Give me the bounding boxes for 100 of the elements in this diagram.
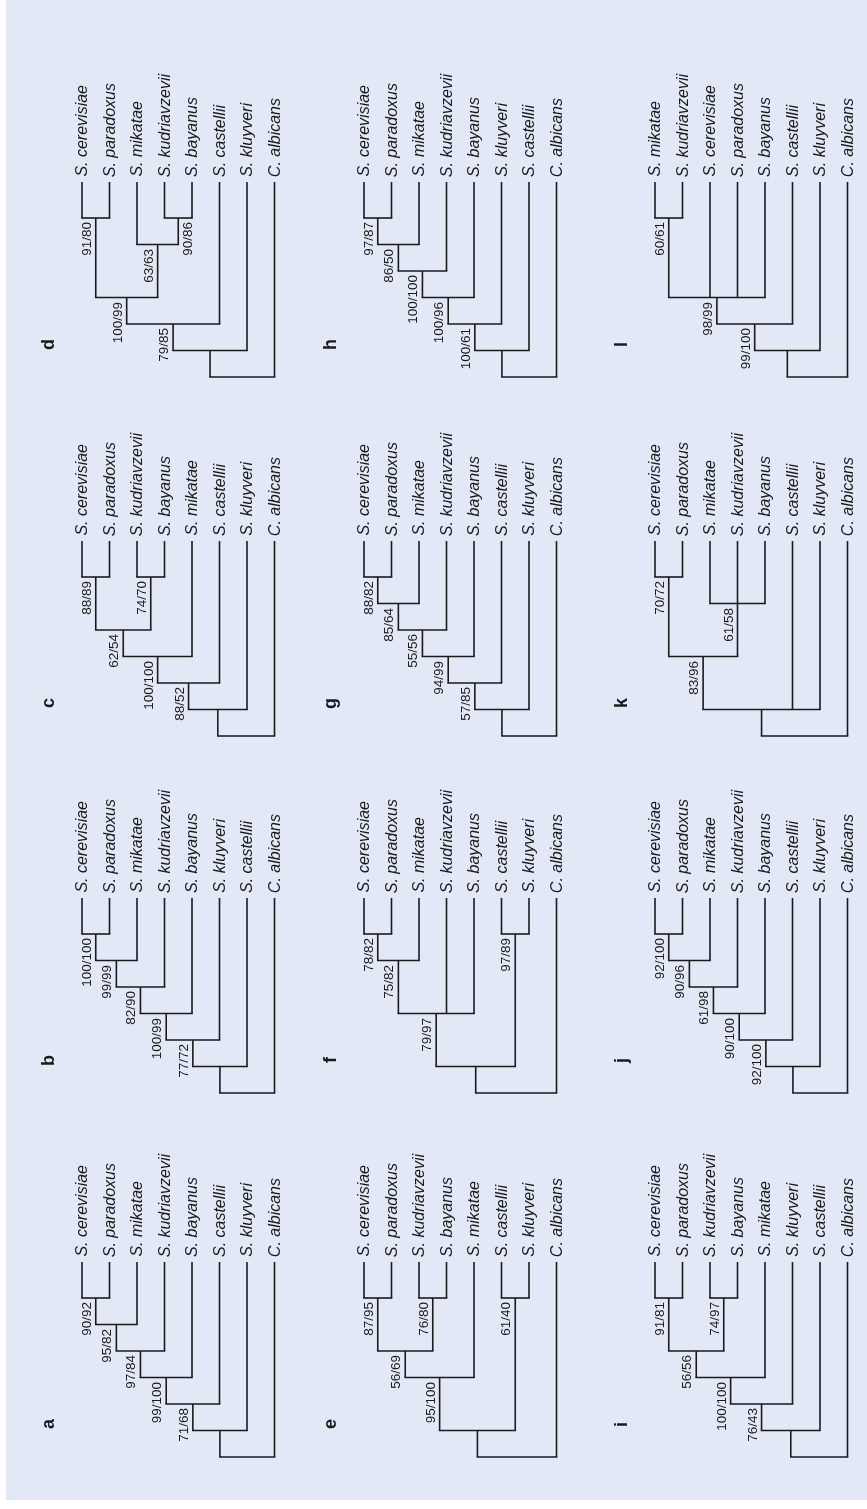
- tree-branch: [165, 1376, 167, 1405]
- tree-branch: [688, 959, 691, 988]
- taxon-name: S. mikatae: [129, 101, 145, 177]
- tree-branch: [709, 181, 711, 299]
- tree-branch: [791, 1261, 794, 1405]
- taxon-name: S. paradoxus: [674, 442, 691, 537]
- taxon-name: S. bayanus: [184, 97, 200, 178]
- tree-branch: [667, 217, 670, 299]
- tree-branch: [709, 540, 711, 605]
- tree-branch: [654, 181, 656, 219]
- taxon-name: S. bayanus: [466, 813, 482, 894]
- taxon-name: S. bayanus: [757, 456, 773, 537]
- support-value: 88/89: [79, 581, 94, 615]
- taxon-name: S. mikatae: [647, 101, 663, 177]
- taxon-name: S. castellii: [784, 105, 801, 178]
- tree-branch: [819, 181, 821, 352]
- tree-branch: [191, 1261, 193, 1379]
- support-value: 97/87: [361, 222, 376, 256]
- tree-branch: [695, 1350, 698, 1379]
- panel-letter: f: [321, 1057, 339, 1063]
- support-value: 91/81: [652, 1302, 667, 1336]
- taxon-name: S. paradoxus: [383, 799, 400, 894]
- tree-branch: [81, 1261, 83, 1299]
- taxon-name: S. mikatae: [757, 1181, 773, 1257]
- tree-branch: [115, 959, 118, 988]
- tree-branch: [722, 1297, 725, 1352]
- taxon-name: C. albicans: [548, 98, 565, 178]
- tree-branch: [218, 897, 221, 1041]
- taxon-name: S. kluyveri: [812, 462, 828, 536]
- branch-junction: [191, 1429, 249, 1432]
- branch-junction: [138, 1376, 194, 1379]
- branch-junction: [708, 602, 767, 605]
- taxon-name: S. cerevisiae: [356, 1165, 372, 1257]
- tree-branch: [500, 540, 503, 684]
- tree-branch: [681, 181, 684, 219]
- tree-branch: [764, 181, 766, 299]
- support-value: 100/99: [110, 301, 125, 343]
- taxon-name: S. bayanus: [466, 97, 482, 178]
- tree-branch: [376, 576, 379, 605]
- tree-branch: [473, 181, 475, 299]
- tree-branch: [736, 602, 739, 658]
- support-value: 60/61: [652, 222, 667, 256]
- taxon-name: C. albicans: [548, 1178, 565, 1258]
- tree-branch: [514, 933, 517, 1068]
- tree-branch: [81, 540, 83, 578]
- tree-branch: [163, 897, 166, 988]
- support-value: 87/95: [361, 1302, 376, 1336]
- tree-branch: [729, 1376, 732, 1405]
- tree-branch: [125, 296, 128, 325]
- support-value: 77/72: [176, 1044, 191, 1078]
- taxon-name: S. castellii: [784, 464, 801, 537]
- taxon-name: S. kluyveri: [784, 1183, 801, 1257]
- support-value: 56/56: [680, 1355, 694, 1389]
- tree-branch: [218, 181, 221, 325]
- support-value: 79/85: [157, 328, 171, 362]
- taxon-name: S. castellii: [493, 1185, 510, 1258]
- taxon-name: S. bayanus: [757, 97, 773, 178]
- tree-branch: [709, 897, 711, 962]
- taxon-name: S. castellii: [521, 105, 537, 178]
- tree-branch: [712, 986, 715, 1015]
- branch-junction: [473, 349, 531, 352]
- tree-branch: [139, 1350, 142, 1379]
- taxon-name: S. mikatae: [411, 817, 427, 893]
- tree-branch: [390, 897, 393, 935]
- support-value: 61/98: [697, 991, 711, 1025]
- taxon-name: S. cerevisiae: [356, 444, 372, 536]
- tree-branch: [246, 897, 248, 1068]
- tree-branch: [376, 933, 379, 962]
- branch-junction: [376, 959, 421, 962]
- taxon-name: S. kluyveri: [521, 819, 537, 893]
- taxon-name: S. paradoxus: [101, 1163, 118, 1258]
- support-value: 74/70: [134, 581, 149, 615]
- taxon-name: S. paradoxus: [101, 83, 118, 178]
- taxon-name: S. kluyveri: [493, 103, 510, 177]
- support-value: 74/97: [707, 1302, 722, 1336]
- tree-branch: [654, 897, 656, 935]
- tree-branch: [108, 540, 111, 578]
- taxon-name: S. bayanus: [729, 1177, 746, 1258]
- taxon-name: S. paradoxus: [101, 442, 118, 537]
- tree-branch: [667, 576, 670, 658]
- taxon-name: C. albicans: [548, 814, 565, 894]
- branch-junction: [191, 1065, 249, 1068]
- taxon-name: S. bayanus: [438, 1177, 455, 1258]
- tree-branch: [846, 540, 849, 737]
- tree-branch: [219, 1065, 221, 1094]
- support-value: 100/100: [714, 1381, 729, 1431]
- branch-junction: [138, 1012, 194, 1015]
- taxon-name: S. paradoxus: [674, 799, 691, 894]
- taxon-name: S. mikatae: [129, 817, 145, 893]
- support-value: 100/61: [458, 328, 473, 370]
- taxon-name: S. kudriavzevii: [729, 790, 746, 894]
- taxon-name: S. castellii: [493, 464, 510, 537]
- taxon-name: S. cerevisiae: [647, 801, 663, 893]
- panel-letter: b: [39, 1054, 57, 1066]
- tree-branch: [81, 181, 83, 219]
- taxon-name: C. albicans: [266, 1178, 283, 1258]
- support-value: 99/100: [738, 328, 753, 370]
- taxon-name: C. albicans: [839, 1178, 856, 1258]
- tree-branch: [500, 1261, 503, 1299]
- panel-letter: k: [612, 698, 630, 708]
